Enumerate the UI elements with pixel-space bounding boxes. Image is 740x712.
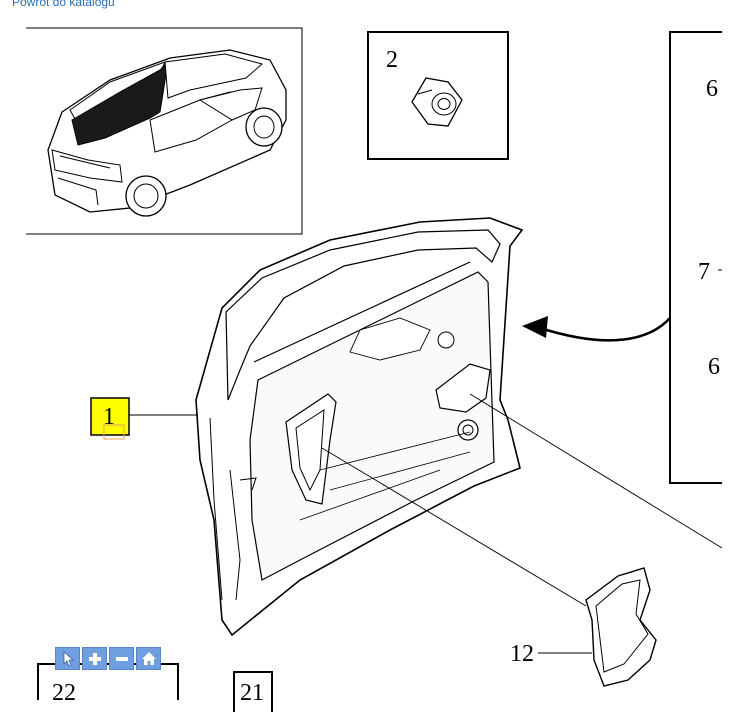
callout-22-label[interactable]: 22 — [52, 680, 76, 706]
callout-6-top-label[interactable]: 6 — [706, 76, 718, 102]
zoom-out-button[interactable] — [109, 647, 134, 670]
callout-2-label[interactable]: 2 — [386, 47, 398, 73]
zoom-out-icon — [115, 656, 128, 661]
part-22-inset — [37, 663, 179, 700]
leader-lines — [128, 393, 723, 654]
callout-1-label[interactable]: 1 — [103, 404, 115, 430]
vehicle-overview-inset — [26, 27, 303, 235]
callout-12-label[interactable]: 12 — [510, 641, 534, 667]
parts-group-6-7-bracket — [522, 31, 722, 484]
home-button[interactable] — [136, 647, 161, 670]
callout-21-label[interactable]: 21 — [240, 680, 264, 706]
door-frame-part-1 — [195, 217, 524, 637]
callout-7-label[interactable]: 7 — [698, 259, 710, 285]
callout-1-highlight[interactable] — [90, 397, 130, 436]
pointer-icon — [63, 650, 74, 667]
zoom-in-icon — [88, 652, 101, 665]
pointer-button[interactable] — [55, 647, 80, 670]
part-2-inset — [367, 31, 509, 160]
zoom-in-button[interactable] — [82, 647, 107, 670]
part-21-inset — [233, 671, 273, 712]
home-icon — [141, 652, 156, 665]
back-to-catalog-link[interactable]: Powrót do katalogu — [12, 0, 115, 9]
diagram-toolbar — [55, 647, 161, 670]
part-12-panel — [585, 567, 657, 687]
callout-6-bottom-label[interactable]: 6 — [708, 354, 720, 380]
